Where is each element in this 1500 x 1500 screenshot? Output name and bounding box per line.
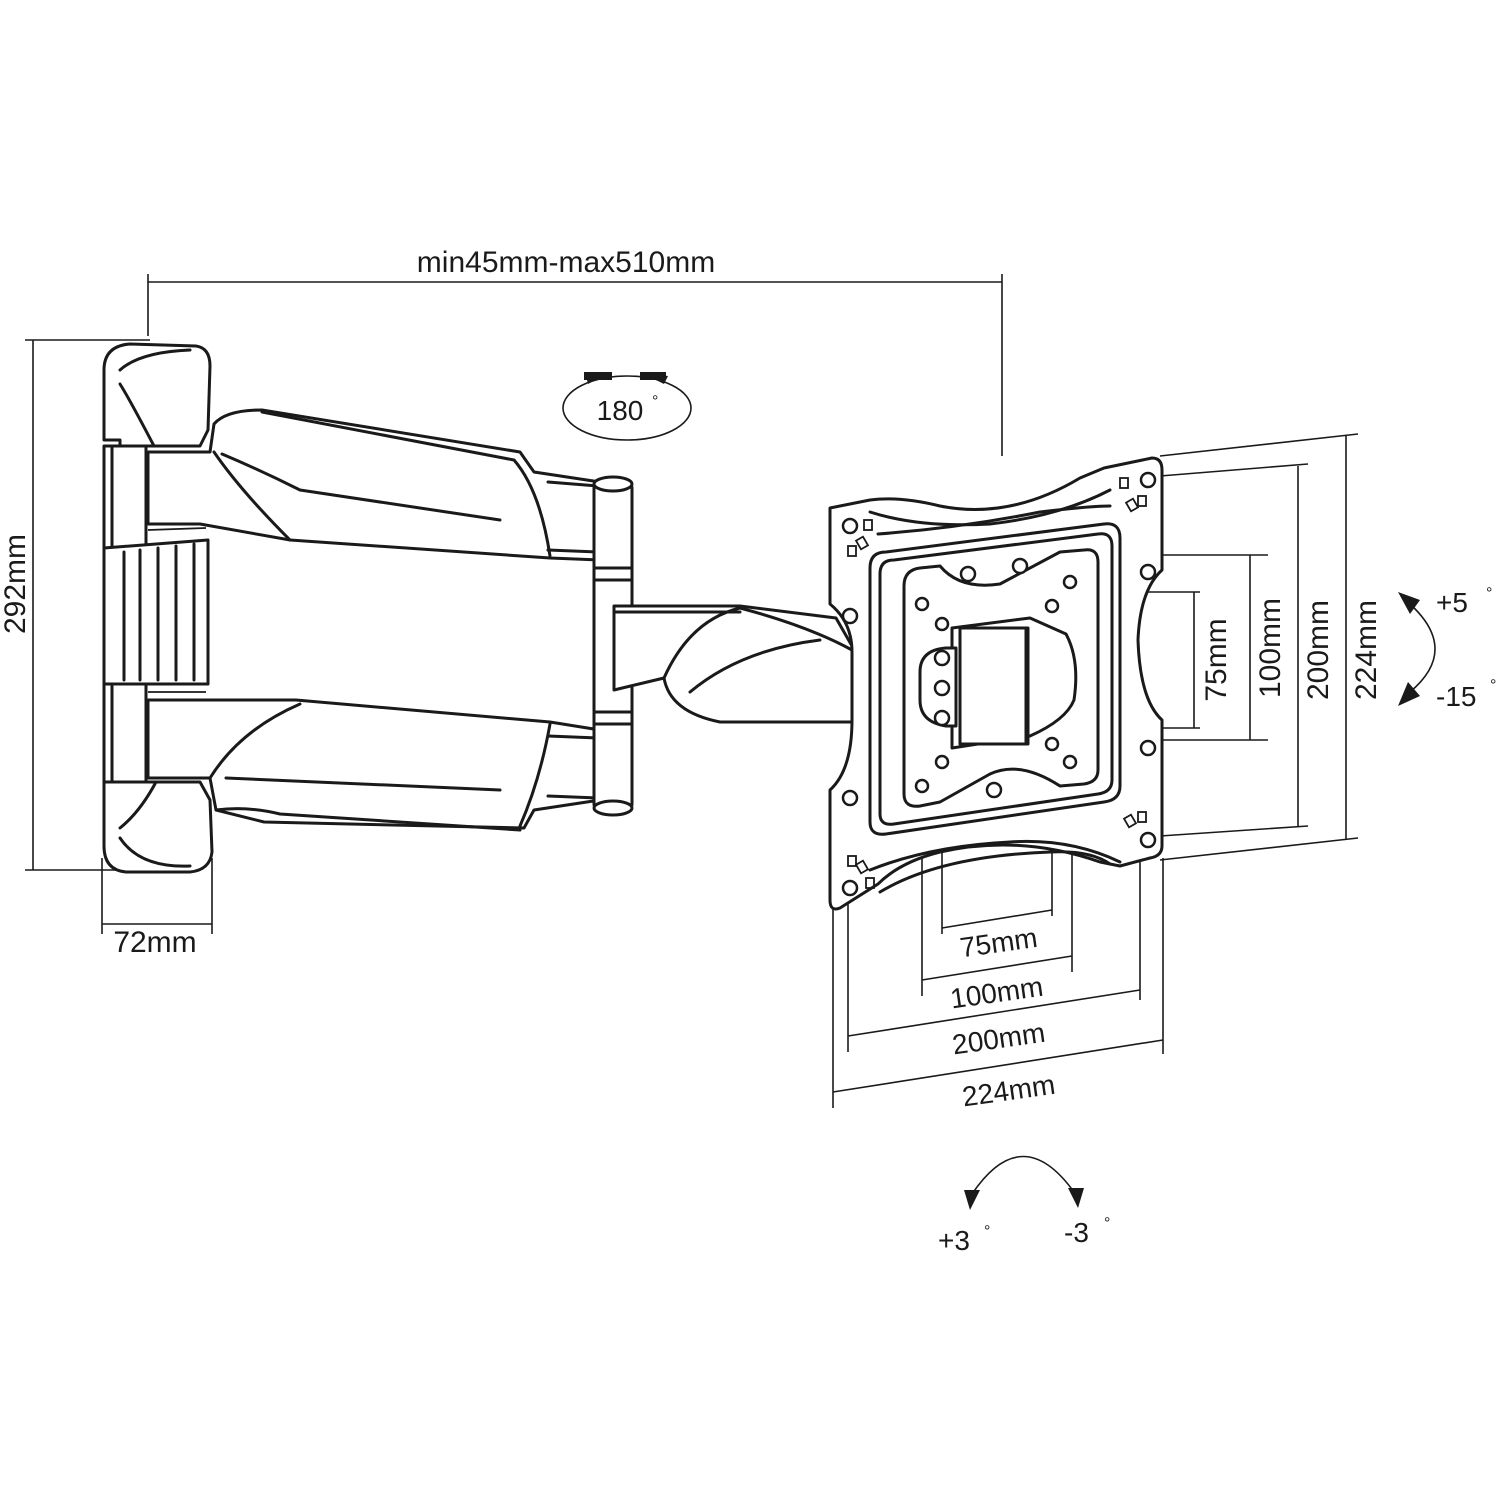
tilt-down-degree: ° [1490,677,1496,694]
wall-plate-depth-label: 72mm [113,926,196,959]
vesa-v-200-label: 200mm [1302,600,1335,700]
swivel-degree: ° [652,393,658,410]
level-minus-label: -3 [1064,1217,1089,1248]
level-plus-label: +3 [938,1225,970,1256]
wall-plate-height-dimension: 292mm [0,339,150,871]
swivel-indicator: 180 ° [562,372,692,441]
tilt-down-label: -15 [1436,681,1476,712]
tilt-up-label: +5 [1436,587,1468,618]
wall-plate-depth-dimension: 72mm [101,858,213,959]
vesa-h-224-label: 224mm [960,1069,1057,1113]
tilt-indicator: +5 ° -15 ° [1398,585,1496,712]
extension-label: min45mm-max510mm [417,246,715,279]
level-plus-degree: ° [984,1223,990,1240]
level-indicator: +3 ° -3 ° [938,1155,1110,1256]
wall-plate-height-label: 292mm [0,534,32,634]
front-arm [612,604,858,724]
vesa-plate [828,456,1164,911]
vesa-vertical-dimensions: 75mm 100mm 200mm 224mm [1066,433,1383,861]
vesa-v-224-label: 224mm [1350,600,1383,700]
lower-arm [146,698,602,832]
level-minus-degree: ° [1104,1215,1110,1232]
vesa-v-100-label: 100mm [1254,598,1287,698]
vesa-h-75-label: 75mm [958,922,1039,964]
extension-dimension: min45mm-max510mm [147,246,1003,456]
vesa-h-200-label: 200mm [950,1017,1047,1061]
wall-plate [102,342,214,874]
upper-arm [146,408,602,562]
tilt-up-degree: ° [1486,585,1492,602]
vesa-v-75-label: 75mm [1200,618,1233,701]
swivel-label: 180 [597,395,644,426]
